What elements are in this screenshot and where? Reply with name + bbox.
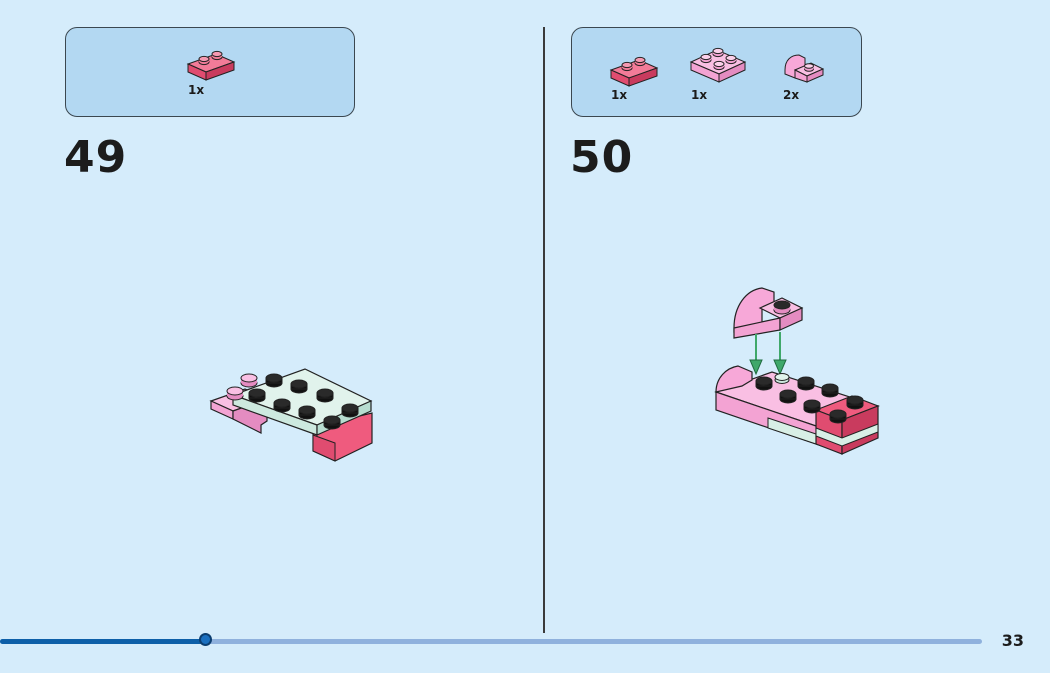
step-49-model: [209, 368, 373, 462]
parts-box-step-50: 1x 1x 2x: [571, 27, 862, 117]
part-quantity: 1x: [611, 88, 628, 102]
progress-knob: [199, 633, 213, 646]
pink-curved-slope-icon: [784, 54, 825, 83]
page-number: 33: [1001, 631, 1024, 650]
pink-plate-2x2-icon: [689, 47, 747, 83]
page-divider: [543, 27, 545, 633]
dark-pink-plate-icon: [609, 56, 659, 87]
progress-bar: [0, 633, 982, 646]
progress-fill: [0, 639, 207, 644]
step-50-model: [714, 287, 880, 455]
part-quantity: 1x: [691, 88, 708, 102]
step-number: 50: [570, 132, 634, 183]
parts-box-step-49: 1x: [65, 27, 355, 117]
dark-pink-plate-icon: [186, 50, 236, 81]
part-quantity: 2x: [783, 88, 800, 102]
part-quantity: 1x: [188, 83, 205, 97]
step-number: 49: [64, 132, 128, 183]
